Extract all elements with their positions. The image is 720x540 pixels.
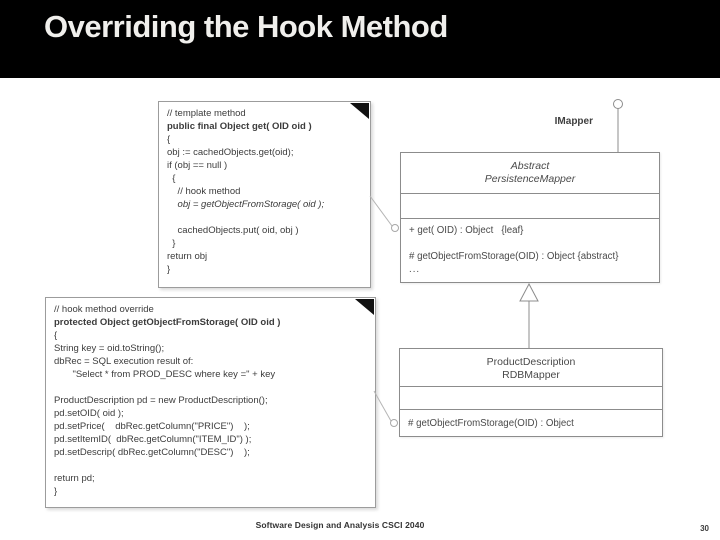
hook-override-code: // hook method override protected Object … — [46, 298, 375, 498]
attach-circle-icon — [391, 224, 399, 232]
abstract-persistencemapper-class-box: Abstract PersistenceMapper + get( OID) :… — [400, 152, 660, 283]
operations-compartment: # getObjectFromStorage(OID) : Object — [400, 409, 662, 429]
class-name-line2: RDBMapper — [502, 368, 560, 381]
imapper-interface-label: IMapper — [554, 116, 593, 127]
operations-compartment: + get( OID) : Object {leaf} # getObjectFr… — [401, 218, 659, 275]
code-line: } — [167, 264, 171, 275]
code-line: // template method — [167, 108, 246, 119]
code-line: dbRec = SQL execution result of: — [54, 356, 194, 367]
attributes-compartment — [400, 386, 662, 409]
note-connector-line — [373, 390, 392, 422]
productdescription-rdbmapper-class-box: ProductDescription RDBMapper # getObject… — [399, 348, 663, 437]
template-method-note: // template method public final Object ge… — [158, 101, 371, 288]
code-line: // hook method — [167, 186, 241, 197]
class-name-line1: ProductDescription — [486, 356, 576, 368]
code-line — [54, 381, 371, 394]
template-method-code: // template method public final Object ge… — [159, 102, 370, 276]
code-line: return pd; — [54, 473, 95, 484]
title-bar: Overriding the Hook Method — [0, 0, 720, 78]
code-line: String key = oid.toString(); — [54, 343, 165, 354]
class-name: Abstract PersistenceMapper — [401, 153, 659, 193]
code-line: { — [167, 134, 171, 145]
code-line: pd.setPrice( dbRec.getColumn("PRICE") ); — [54, 421, 250, 432]
code-line: # getObjectFromStorage(OID) : Object — [408, 418, 574, 429]
code-line: // hook method override — [54, 304, 154, 315]
attributes-compartment — [401, 193, 659, 218]
code-line: { — [54, 330, 58, 341]
class-name: ProductDescription RDBMapper — [400, 349, 662, 386]
lollipop-circle-icon — [613, 99, 623, 109]
code-line: public final Object get( OID oid ) — [167, 121, 312, 132]
code-line: # getObjectFromStorage(OID) : Object {ab… — [409, 251, 619, 262]
attach-circle-icon — [390, 419, 398, 427]
code-line: ProductDescription pd = new ProductDescr… — [54, 395, 268, 406]
footer-text: Software Design and Analysis CSCI 2040 — [255, 520, 425, 530]
class-name-line1: Abstract — [510, 160, 550, 172]
code-line: cachedObjects.put( oid, obj ) — [167, 225, 299, 236]
code-line: return obj — [167, 251, 208, 262]
slide-title: Overriding the Hook Method — [44, 9, 448, 44]
class-name-line2: PersistenceMapper — [484, 172, 576, 185]
page-number: 30 — [700, 524, 709, 533]
code-line: ... — [409, 264, 421, 275]
code-line: protected Object getObjectFromStorage( O… — [54, 317, 281, 328]
code-line: + get( OID) : Object {leaf} — [409, 225, 524, 236]
code-line: } — [54, 486, 58, 497]
code-line: if (obj == null ) — [167, 160, 228, 171]
code-line: pd.setDescrip( dbRec.getColumn("DESC") )… — [54, 447, 250, 458]
hook-override-note: // hook method override protected Object … — [45, 297, 376, 508]
code-line: { — [167, 173, 176, 184]
code-line: pd.setItemID( dbRec.getColumn("ITEM_ID")… — [54, 434, 252, 445]
code-line: "Select * from PROD_DESC where key =" + … — [54, 369, 276, 380]
code-line: obj = getObjectFromStorage( oid ); — [167, 199, 325, 210]
code-line: obj := cachedObjects.get(oid); — [167, 147, 294, 158]
code-line — [54, 459, 371, 472]
code-line — [167, 211, 366, 224]
code-line: } — [167, 238, 176, 249]
note-connector-line — [369, 195, 393, 227]
generalization-arrow-icon — [519, 282, 539, 302]
code-line: pd.setOID( oid ); — [54, 408, 124, 419]
